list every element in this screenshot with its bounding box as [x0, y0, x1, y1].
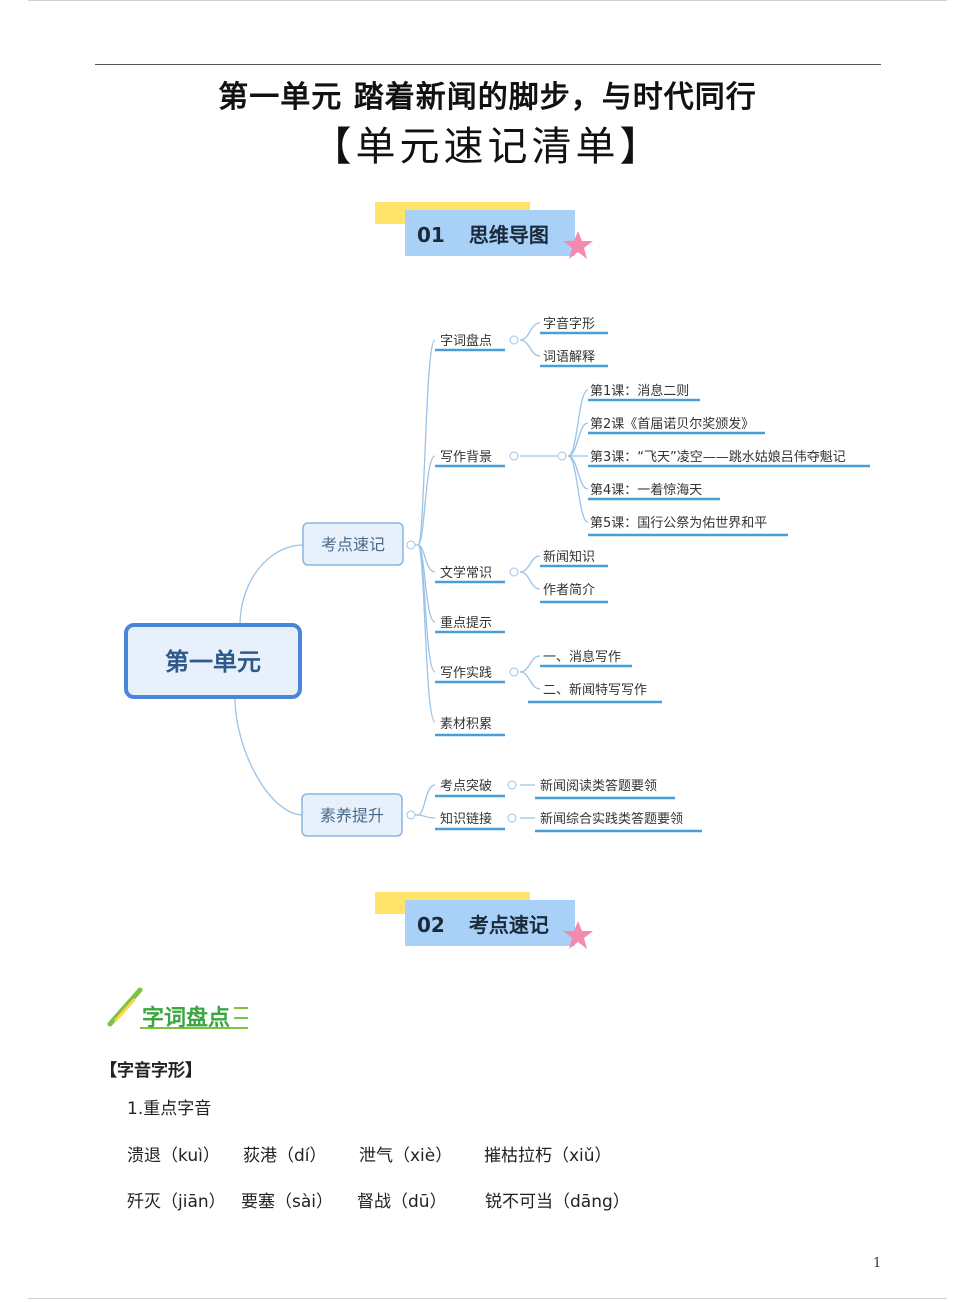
header-rule: [95, 64, 881, 65]
section-number: 01: [417, 223, 445, 247]
mindmap-leaf: 第5课：国行公祭为佑世界和平: [590, 516, 767, 531]
vocab-item: 摧枯拉朽（xiǔ）: [484, 1146, 612, 1166]
star-icon: [563, 231, 593, 259]
vocab-item: 督战（dū）: [357, 1192, 447, 1212]
mindmap-leaf: 第4课：一着惊海天: [590, 482, 702, 498]
page-bottom-border: [28, 1298, 947, 1299]
mindmap-node: 写作背景: [440, 450, 492, 465]
mindmap-leaf: 新闻知识: [543, 549, 595, 565]
section-label: 思维导图: [468, 223, 549, 247]
page-top-border: [28, 0, 947, 1]
vocab-item: 荻港（dí）: [243, 1146, 327, 1166]
mindmap-leaf: 作者简介: [543, 582, 595, 598]
section-label: 考点速记: [468, 913, 549, 937]
page-title: 第一单元 踏着新闻的脚步，与时代同行: [218, 80, 757, 115]
vocab-item: 锐不可当（dāng）: [485, 1192, 630, 1212]
mindmap-leaf: 新闻阅读类答题要领: [540, 778, 657, 794]
vocab-section-tag: 字词盘点: [106, 980, 256, 1040]
section-banner-kaodian: 02 考点速记: [375, 892, 605, 952]
mindmap-leaf: 新闻综合实践类答题要领: [540, 811, 683, 827]
section-number: 02: [417, 913, 445, 937]
section-banner-mindmap: 01 思维导图: [375, 202, 605, 262]
mindmap-leaf: 词语解释: [543, 350, 595, 365]
mindmap-node: 素材积累: [440, 717, 492, 732]
vocab-item: 歼灭（jiān）: [127, 1192, 226, 1212]
mindmap-node: 重点提示: [440, 615, 492, 631]
mindmap-leaf: 第1课：消息二则: [590, 383, 689, 399]
mindmap-leaf: 二、新闻特写写作: [543, 682, 647, 698]
star-icon: [563, 921, 593, 949]
mindmap-node: 字词盘点: [440, 333, 492, 349]
mindmap-branch-suyang: 素养提升: [320, 806, 384, 825]
vocab-tag-label: 字词盘点: [142, 1006, 231, 1031]
mindmap-leaf: 字音字形: [543, 316, 595, 332]
mindmap-leaf: 第3课：“飞天”凌空——跳水姑娘吕伟夺魁记: [590, 449, 846, 465]
pencil-icon: [107, 987, 248, 1029]
mindmap-root: 第一单元: [165, 648, 261, 676]
mindmap-node: 考点突破: [440, 778, 492, 794]
vocab-item: 要塞（sài）: [241, 1192, 333, 1212]
vocab-subheading: 1.重点字音: [127, 1099, 212, 1119]
mindmap-leaf: 一、消息写作: [543, 649, 621, 665]
mindmap-node: 文学常识: [440, 565, 492, 581]
page-subtitle: 【单元速记清单】: [311, 124, 664, 170]
page-number: 1: [873, 1256, 882, 1271]
vocab-item: 溃退（kuì）: [127, 1146, 220, 1166]
mindmap-leaf: 第2课《首届诺贝尔奖颁发》: [590, 416, 754, 432]
mindmap-node: 知识链接: [440, 811, 492, 827]
vocab-heading: 【字音字形】: [100, 1061, 202, 1081]
mindmap-branch-kaodian: 考点速记: [321, 535, 385, 554]
vocab-item: 泄气（xiè）: [359, 1146, 453, 1166]
mindmap-node: 写作实践: [440, 666, 492, 681]
